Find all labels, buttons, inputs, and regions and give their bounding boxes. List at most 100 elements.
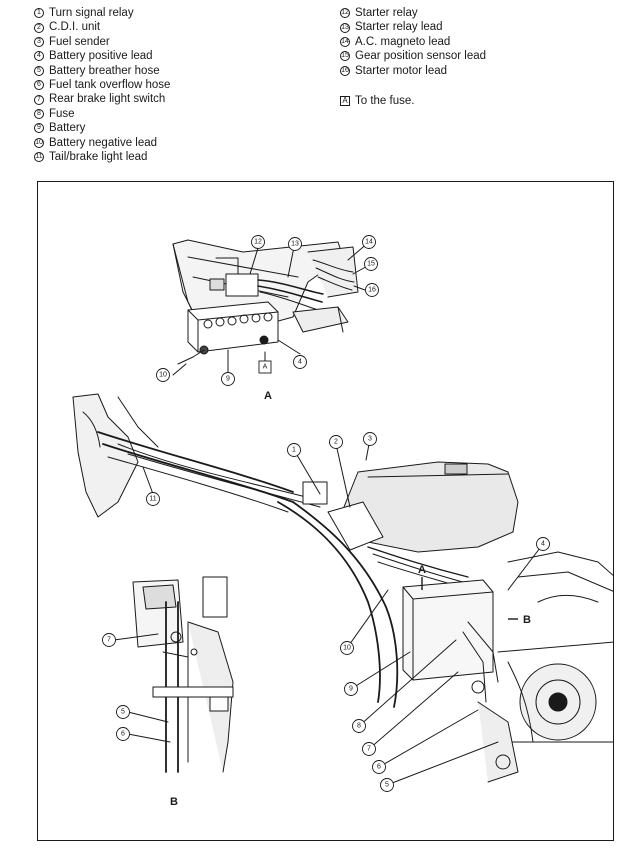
callout-main-1 xyxy=(287,443,301,457)
legend-label: Turn signal relay xyxy=(49,7,134,19)
callout-main-3 xyxy=(363,432,377,446)
legend-item: 5 Battery breather hose xyxy=(34,64,334,78)
legend-label: Starter relay xyxy=(355,7,418,19)
legend-number: 4 xyxy=(34,51,44,62)
legend-label: Rear brake light switch xyxy=(49,93,166,106)
starter-relay xyxy=(225,273,259,297)
legend-item: 3 Fuel sender xyxy=(34,35,334,49)
callout-main-11-text: 11 xyxy=(149,496,156,503)
callout-b-7 xyxy=(102,633,116,647)
legend-item: 4 Battery positive lead xyxy=(34,49,334,63)
legend-number: 5 xyxy=(34,65,44,76)
callout-main-6-text: 6 xyxy=(377,764,381,771)
callout-b-7-text: 7 xyxy=(107,637,111,644)
battery-main xyxy=(402,579,494,681)
callout-main-1-text: 1 xyxy=(292,447,296,454)
callout-b-6 xyxy=(116,727,130,741)
wiring-diagram: 12 13 14 15 16 4 A 9 10 A 1 2 3 4 11 10 … xyxy=(72,235,613,808)
callout-main-10 xyxy=(340,641,354,655)
callout-main-4 xyxy=(536,537,550,551)
legend-label: Tail/brake light lead xyxy=(49,151,148,164)
legend-label: C.D.I. unit xyxy=(49,21,101,34)
legend-number: 10 xyxy=(34,137,44,148)
legend-number: 12 xyxy=(340,8,350,19)
detail-view-a xyxy=(172,239,372,380)
callout-main-7 xyxy=(362,742,376,756)
callout-main-2 xyxy=(329,435,343,449)
view-b-label: B xyxy=(170,796,178,808)
callout-main-8 xyxy=(352,719,366,733)
main-view xyxy=(72,393,613,786)
callout-a-9-text: 9 xyxy=(226,376,230,383)
callout-a-12 xyxy=(251,235,265,249)
legend-left: 1 Turn signal relay 2 C.D.I. unit 3 Fuel se… xyxy=(34,6,334,164)
callout-main-2-text: 2 xyxy=(334,439,338,446)
legend-item: 15 Gear position sensor lead xyxy=(340,49,620,63)
callout-main-7-text: 7 xyxy=(367,746,371,753)
legend-number: 15 xyxy=(340,51,350,62)
legend-item: 7 Rear brake light switch xyxy=(34,92,334,106)
legend-number: 7 xyxy=(34,94,44,105)
turn-signal-relay xyxy=(302,481,328,505)
callout-a-13 xyxy=(288,237,302,251)
legend-label: Battery negative lead xyxy=(49,136,158,149)
legend-label: Battery breather hose xyxy=(49,64,160,77)
detail-view-b xyxy=(113,576,234,773)
legend-number: 11 xyxy=(34,152,44,163)
callout-main-8-text: 8 xyxy=(357,723,361,730)
cdi-unit xyxy=(327,501,384,551)
legend-number: 1 xyxy=(34,8,44,19)
legend-number: 8 xyxy=(34,109,44,120)
legend-item: 10 Battery negative lead xyxy=(34,136,334,150)
fuse-note-box: A xyxy=(340,96,350,107)
legend-label: Starter motor lead xyxy=(355,64,448,77)
legend-label: Starter relay lead xyxy=(355,21,443,34)
callout-a-15 xyxy=(364,257,378,271)
callout-a-14 xyxy=(362,235,376,249)
callout-b-5 xyxy=(116,705,130,719)
fuse-note: A To the fuse. xyxy=(340,94,620,108)
callout-a-10 xyxy=(156,368,170,382)
callout-main-5 xyxy=(380,778,394,792)
legend-label: Fuel sender xyxy=(49,35,110,48)
callout-a-14-text: 14 xyxy=(365,239,373,246)
callout-main-11 xyxy=(146,492,160,506)
pointer-a-label: A xyxy=(418,564,426,576)
pointer-b-label: B xyxy=(523,614,531,626)
callout-a-box xyxy=(258,360,272,374)
legend-number: 2 xyxy=(34,22,44,33)
legend-item: 1 Turn signal relay xyxy=(34,6,334,20)
legend-label: Gear position sensor lead xyxy=(355,50,487,63)
legend-item: 8 Fuse xyxy=(34,107,334,121)
legend-label: A.C. magneto lead xyxy=(355,35,451,48)
callout-main-10-text: 10 xyxy=(343,645,351,652)
legend-label: Battery xyxy=(49,122,86,135)
callout-b-6-text: 6 xyxy=(121,731,125,738)
callouts: 12 13 14 15 16 4 A 9 10 A 1 2 3 4 11 10 … xyxy=(102,235,550,808)
diagram-frame: 12 13 14 15 16 4 A 9 10 A 1 2 3 4 11 10 … xyxy=(37,181,614,841)
callout-a-4 xyxy=(293,355,307,369)
legend-label: Fuse xyxy=(49,107,75,120)
fuse-note-text: To the fuse. xyxy=(355,95,415,108)
legend-number: 3 xyxy=(34,37,44,48)
callout-main-9-text: 9 xyxy=(349,686,353,693)
callout-main-9 xyxy=(344,682,358,696)
callout-a-13-text: 13 xyxy=(291,241,299,248)
callout-a-4-text: 4 xyxy=(298,359,302,366)
legend-item: 2 C.D.I. unit xyxy=(34,20,334,34)
callout-main-4-text: 4 xyxy=(541,541,545,548)
callout-main-6 xyxy=(372,760,386,774)
battery-a xyxy=(187,301,279,353)
legend-item: 11 Tail/brake light lead xyxy=(34,150,334,164)
legend-number: 6 xyxy=(34,80,44,91)
legend-label: Battery positive lead xyxy=(49,50,153,63)
callout-main-5-text: 5 xyxy=(385,782,389,789)
callout-a-15-text: 15 xyxy=(367,261,375,268)
callout-main-3-text: 3 xyxy=(368,436,372,443)
callout-a-9 xyxy=(221,372,235,386)
